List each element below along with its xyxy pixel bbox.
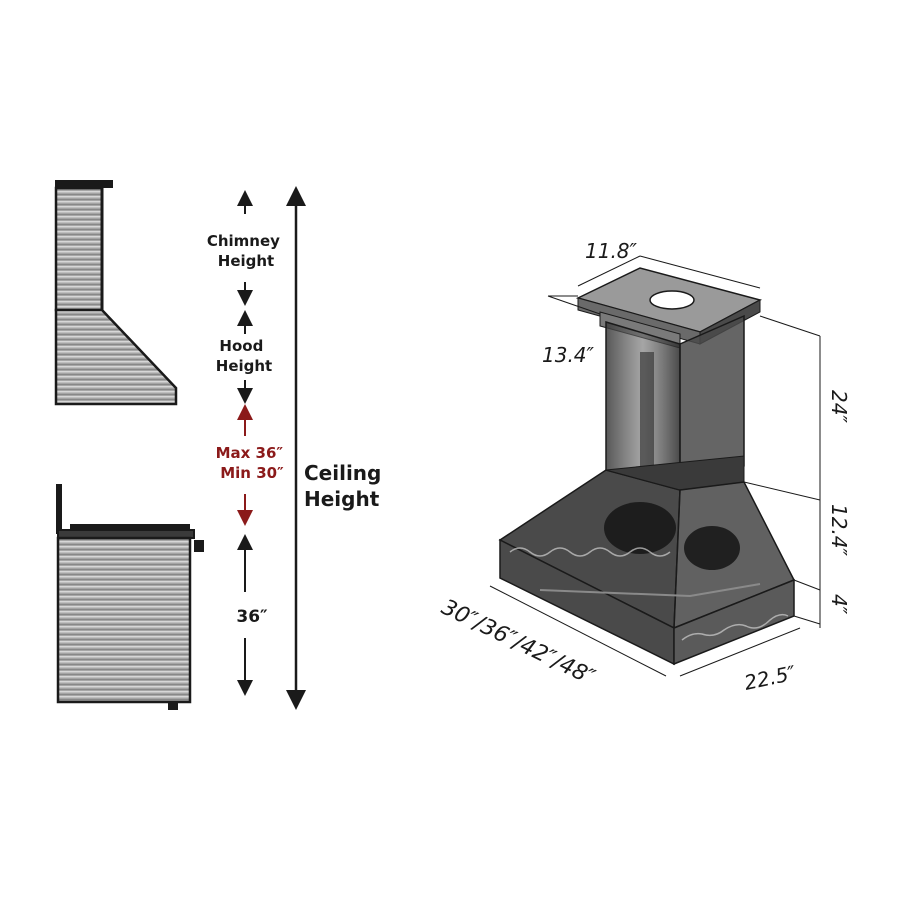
svg-text:Max 36″ Min 30″: Max 36″ Min 30″	[216, 444, 289, 482]
chimney-height-label: Chimney	[207, 232, 280, 250]
chimney-height-dimension: 24″	[827, 390, 851, 423]
svg-text:Hood Height: Hood Height	[216, 337, 272, 375]
ceiling-height-label: Ceiling	[304, 461, 381, 485]
trim-height-dimension: 4″	[827, 594, 851, 615]
svg-text:Ceiling Height: Ceiling Height	[304, 461, 388, 511]
chimney-depth-dimension: 13.4″	[542, 343, 595, 367]
side-hood-illustration	[54, 180, 178, 406]
range-hood-3d-illustration	[498, 267, 796, 666]
side-range-illustration	[56, 484, 204, 710]
hood-height-dimension: 12.4″	[827, 504, 851, 557]
clearance-max-label: Max 36″	[216, 444, 284, 462]
chimney-height-label-line2: Height	[218, 252, 274, 270]
dimension-lines	[489, 255, 821, 677]
clearance-min-label: Min 30″	[220, 464, 284, 482]
ceiling-height-label-line2: Height	[304, 487, 380, 511]
hood-height-label-line2: Height	[216, 357, 272, 375]
svg-text:Chimney Height: Chimney Height	[207, 232, 285, 270]
depth-dimension: 22.5″	[742, 660, 798, 694]
counter-height-label: 36″	[236, 607, 268, 627]
chimney-width-dimension: 11.8″	[585, 239, 638, 263]
hood-height-label: Hood	[219, 337, 263, 355]
